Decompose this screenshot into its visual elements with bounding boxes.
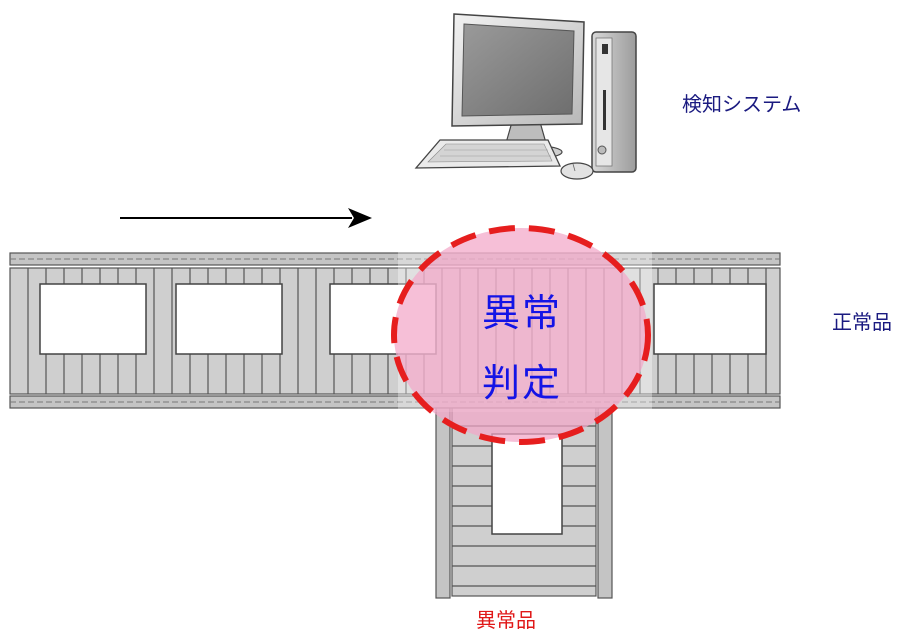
desktop-computer-icon	[414, 13, 637, 180]
product-item	[39, 283, 147, 355]
normal-product-label: 正常品	[832, 310, 892, 334]
flow-direction-arrow	[120, 208, 372, 228]
judgment-line-1: 異常	[482, 291, 563, 335]
detection-system-label: 検知システム	[682, 92, 802, 116]
abnormal-product-label: 異常品	[476, 608, 536, 632]
product-item	[175, 283, 283, 355]
anomaly-judgment-zone	[391, 225, 652, 445]
product-item	[653, 283, 767, 355]
rejected-product	[491, 433, 563, 535]
judgment-line-2: 判定	[482, 361, 563, 405]
